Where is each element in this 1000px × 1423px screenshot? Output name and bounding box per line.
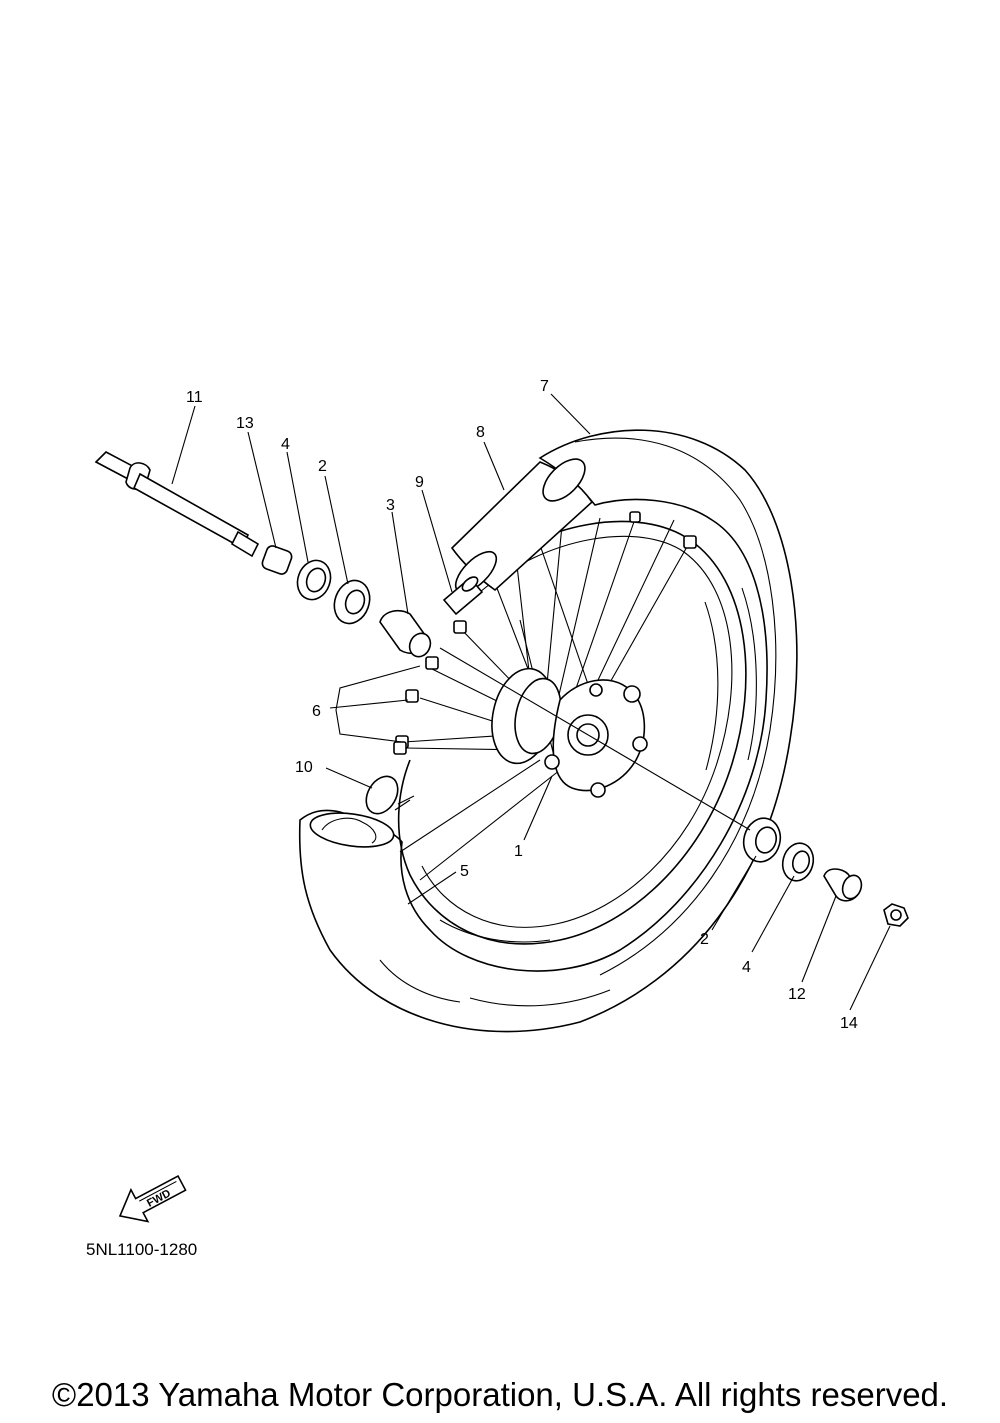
callout-5: 5 — [460, 863, 469, 880]
callout-12: 12 — [788, 986, 806, 1003]
callout-3: 3 — [386, 497, 395, 514]
callout-4-right: 4 — [742, 959, 751, 976]
copyright-notice: ©2013 Yamaha Motor Corporation, U.S.A. A… — [51, 1376, 949, 1413]
axis-line — [439, 647, 751, 831]
callout-13: 13 — [236, 415, 254, 432]
callout-labels: 11 13 4 2 3 9 8 7 6 10 1 5 2 4 12 14 — [186, 378, 858, 1032]
hub — [491, 667, 648, 798]
fwd-arrow: FWD — [118, 1174, 187, 1223]
callout-2-left: 2 — [318, 458, 327, 475]
callout-1: 1 — [514, 843, 523, 860]
callout-10: 10 — [295, 759, 313, 776]
callout-4-left: 4 — [281, 436, 290, 453]
axle-nut — [883, 903, 909, 927]
tire — [298, 429, 798, 1033]
spacer — [379, 609, 432, 658]
diagram-reference-code: 5NL1100-1280 — [86, 1240, 198, 1259]
left-bearing — [333, 579, 371, 625]
rim-band — [450, 458, 594, 594]
callout-14: 14 — [840, 1015, 858, 1032]
callout-2-right: 2 — [700, 931, 709, 948]
leader-lines — [171, 393, 891, 1011]
axle — [94, 451, 260, 558]
right-oil-seal — [781, 842, 815, 882]
valve — [365, 775, 415, 815]
callout-8: 8 — [476, 424, 485, 441]
callout-9: 9 — [415, 474, 424, 491]
callout-6: 6 — [312, 703, 321, 720]
callout-7: 7 — [540, 378, 549, 395]
rim — [397, 520, 747, 945]
left-oil-seal — [296, 559, 332, 601]
callout-11: 11 — [186, 389, 203, 406]
valve-seal — [442, 576, 484, 616]
left-collar — [261, 545, 293, 575]
right-bearing — [742, 817, 782, 863]
right-collar — [823, 868, 863, 902]
